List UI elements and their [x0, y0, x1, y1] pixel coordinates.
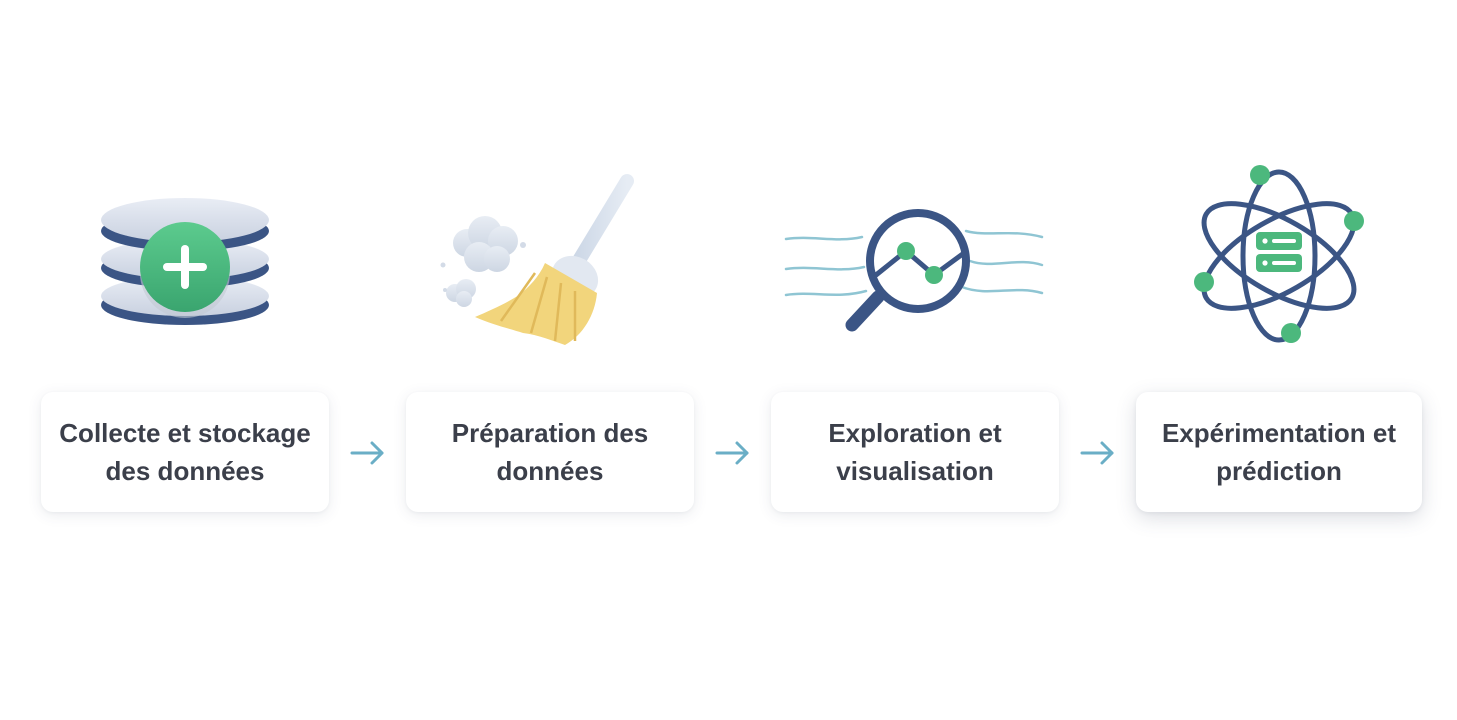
step-card-prediction: Expérimentation et prédiction	[1136, 392, 1422, 512]
arrow-right-icon	[348, 438, 388, 468]
arrow-right-icon	[713, 438, 753, 468]
database-add-icon	[92, 165, 282, 355]
arrow-right-icon	[1078, 438, 1118, 468]
magnifier-chart-icon	[782, 165, 1046, 355]
step-label: Expérimentation et prédiction	[1161, 418, 1397, 486]
step-label: Préparation des données	[451, 418, 649, 486]
step-label: Collecte et stockage des données	[59, 418, 311, 486]
atom-server-icon	[1190, 165, 1370, 355]
step-label: Exploration et visualisation	[828, 418, 1002, 486]
broom-icon	[435, 165, 645, 355]
step-card-collection: Collecte et stockage des données	[41, 392, 329, 512]
step-card-preparation: Préparation des données	[406, 392, 694, 512]
step-card-exploration: Exploration et visualisation	[771, 392, 1059, 512]
